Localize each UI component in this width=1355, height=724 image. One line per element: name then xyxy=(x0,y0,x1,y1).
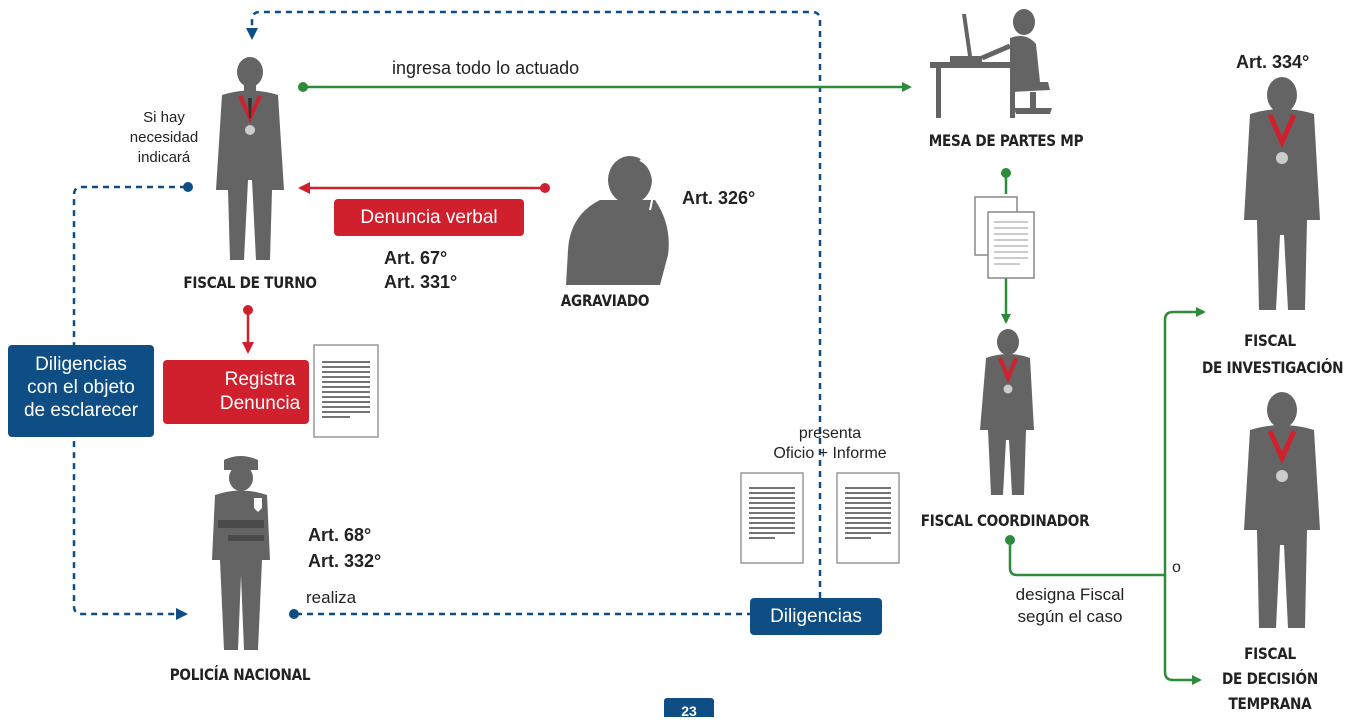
fiscal-decision-caption-1: FISCAL xyxy=(1244,644,1296,663)
ingresa-dot xyxy=(298,82,308,92)
si-hay-label-2: necesidad xyxy=(129,129,199,146)
ingresa-label: ingresa todo lo actuado xyxy=(392,58,580,78)
registra-label-1: Registra xyxy=(224,369,296,390)
art-334: Art. 334° xyxy=(1236,52,1310,72)
indicara-dot xyxy=(183,182,193,192)
art-332: Art. 332° xyxy=(308,551,382,571)
si-hay-label-1: Si hay xyxy=(143,109,185,126)
diligencias-box: Diligencias xyxy=(750,598,882,635)
fiscal-coordinador-caption: FISCAL COORDINADOR xyxy=(920,511,1090,530)
fiscal-turno-figure xyxy=(216,57,284,260)
fiscal-decision-figure xyxy=(1244,392,1320,628)
denuncia-verbal-box: Denuncia verbal xyxy=(334,199,524,236)
si-hay-label-3: indicará xyxy=(137,149,191,166)
designa-label-1: designa Fiscal xyxy=(1015,585,1125,604)
mesa-documents xyxy=(974,196,1035,279)
diligencias-objeto-label-3: de esclarecer xyxy=(23,400,139,421)
diligencias-objeto-box: Diligencias con el objeto de esclarecer xyxy=(8,345,154,437)
denuncia-verbal-label: Denuncia verbal xyxy=(360,207,498,228)
mesa-partes-figure xyxy=(930,9,1052,118)
designa-path xyxy=(1008,307,1206,685)
art-331: Art. 331° xyxy=(384,272,458,292)
informe-document xyxy=(836,472,900,564)
policia-caption: POLICÍA NACIONAL xyxy=(169,665,311,684)
fiscal-investigacion-caption-1: FISCAL xyxy=(1244,331,1296,350)
diligencias-objeto-label-2: con el objeto xyxy=(27,377,135,398)
denuncia-dot xyxy=(540,183,550,193)
presenta-label-1: presenta xyxy=(798,425,862,442)
fiscal-decision-caption-2: DE DECISIÓN xyxy=(1222,669,1318,688)
fiscal-investigacion-caption-2: DE INVESTIGACIÓN xyxy=(1202,358,1344,377)
diligencias-label: Diligencias xyxy=(770,606,862,627)
fiscal-investigacion-figure xyxy=(1244,77,1320,310)
registra-denuncia-box: Registra Denuncia xyxy=(163,360,309,424)
realiza-label: realiza xyxy=(306,588,357,607)
mesa-dot xyxy=(1001,168,1011,178)
policia-figure xyxy=(212,456,270,650)
fiscal-turno-caption: FISCAL DE TURNO xyxy=(183,273,317,292)
art-326: Art. 326° xyxy=(682,188,756,208)
art-67: Art. 67° xyxy=(384,248,448,268)
designa-label-2: según el caso xyxy=(1017,607,1123,626)
registra-dot xyxy=(243,305,253,315)
presenta-label-2: Oficio + Informe xyxy=(773,445,887,462)
art-68: Art. 68° xyxy=(308,525,372,545)
o-label: o xyxy=(1172,559,1181,576)
diligencias-objeto-label-1: Diligencias xyxy=(35,354,127,375)
page-number: 23 xyxy=(664,698,714,719)
fiscal-coordinador-figure xyxy=(980,329,1034,495)
mesa-partes-caption: MESA DE PARTES MP xyxy=(928,131,1084,150)
oficio-document xyxy=(740,472,804,564)
realiza-dot xyxy=(289,609,299,619)
designa-dot xyxy=(1005,535,1015,545)
fiscal-decision-caption-3: TEMPRANA xyxy=(1228,694,1312,713)
agraviado-figure xyxy=(566,156,669,285)
registra-document xyxy=(313,344,379,438)
agraviado-caption: AGRAVIADO xyxy=(560,291,650,310)
registra-label-2: Denuncia xyxy=(219,393,301,414)
